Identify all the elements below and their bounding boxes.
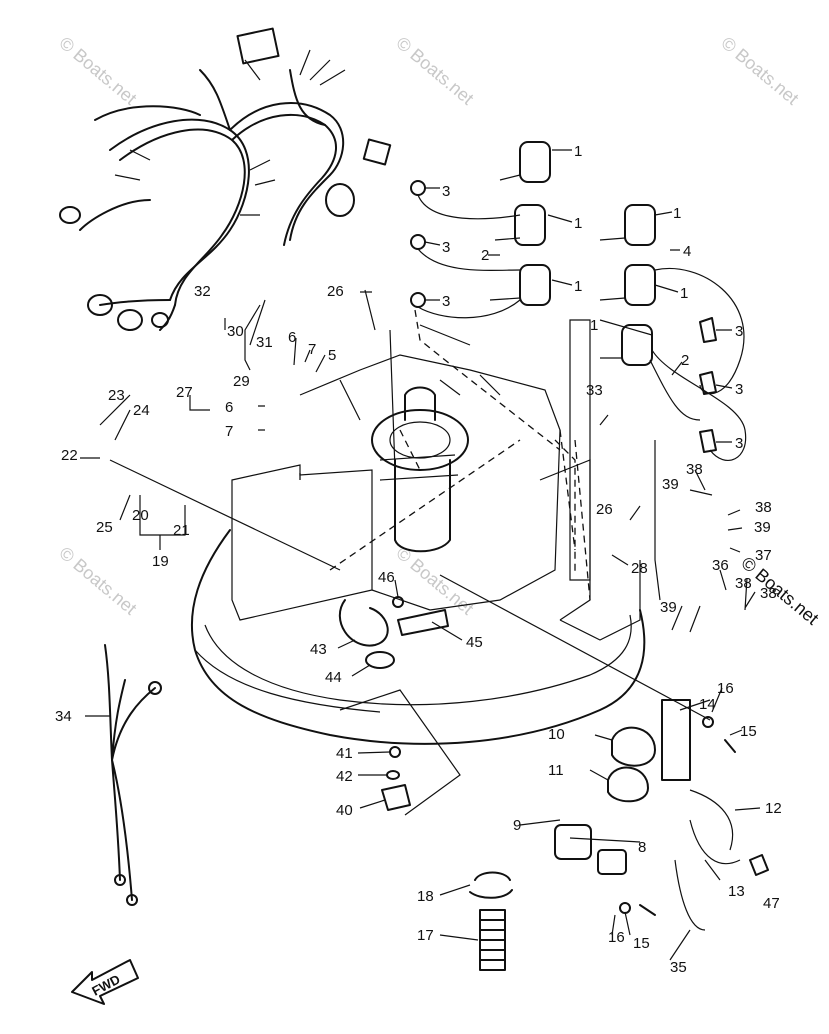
callout-label-28: 28 <box>631 560 648 577</box>
callout-label-15: 15 <box>740 723 757 740</box>
callout-label-9: 9 <box>513 817 521 834</box>
callout-label-6: 6 <box>225 399 233 416</box>
callout-label-39: 39 <box>660 599 677 616</box>
callout-label-24: 24 <box>133 402 150 419</box>
callout-label-29: 29 <box>233 373 250 390</box>
callout-label-26: 26 <box>596 501 613 518</box>
callout-label-32: 32 <box>194 283 211 300</box>
callout-label-13: 13 <box>728 883 745 900</box>
callout-label-2: 2 <box>681 352 689 369</box>
callout-label-16: 16 <box>717 680 734 697</box>
callout-label-1: 1 <box>574 278 582 295</box>
electrical-components-right <box>554 699 769 931</box>
callout-label-10: 10 <box>548 726 565 743</box>
callout-label-1: 1 <box>574 143 582 160</box>
callout-label-15: 15 <box>633 935 650 952</box>
callout-label-1: 1 <box>590 317 598 334</box>
callout-label-1: 1 <box>680 285 688 302</box>
callout-label-5: 5 <box>328 347 336 364</box>
callout-label-3: 3 <box>735 435 743 452</box>
watermark: © Boats.net <box>392 543 477 619</box>
callout-label-8: 8 <box>638 839 646 856</box>
callout-label-37: 37 <box>755 547 772 564</box>
starter-motor <box>371 386 469 553</box>
callout-label-21: 21 <box>173 522 190 539</box>
leader-lines <box>80 149 761 961</box>
callout-label-30: 30 <box>227 323 244 340</box>
watermark: © Boats.net <box>717 33 802 109</box>
spark-plug-leads <box>410 180 747 461</box>
callout-label-46: 46 <box>378 569 395 586</box>
callout-label-41: 41 <box>336 745 353 762</box>
callout-label-3: 3 <box>735 381 743 398</box>
callout-label-3: 3 <box>735 323 743 340</box>
watermark: © Boats.net <box>55 543 140 619</box>
callout-label-18: 18 <box>417 888 434 905</box>
spring-and-clamp <box>469 871 513 971</box>
callout-label-3: 3 <box>442 239 450 256</box>
callout-label-34: 34 <box>55 708 72 725</box>
callout-label-39: 39 <box>754 519 771 536</box>
forward-direction-arrow: FWD <box>71 959 139 1005</box>
callout-label-39: 39 <box>662 476 679 493</box>
callout-label-42: 42 <box>336 768 353 785</box>
callout-label-4: 4 <box>683 243 691 260</box>
callout-label-22: 22 <box>61 447 78 464</box>
callout-label-3: 3 <box>442 293 450 310</box>
callout-label-33: 33 <box>586 382 603 399</box>
callout-label-44: 44 <box>325 669 342 686</box>
callout-label-19: 19 <box>152 553 169 570</box>
watermark: © Boats.net <box>55 33 140 109</box>
callout-label-2: 2 <box>481 247 489 264</box>
callout-label-16: 16 <box>608 929 625 946</box>
callout-label-47: 47 <box>763 895 780 912</box>
callout-label-17: 17 <box>417 927 434 944</box>
callout-label-38: 38 <box>735 575 752 592</box>
callout-label-20: 20 <box>132 507 149 524</box>
callout-label-7: 7 <box>308 341 316 358</box>
callout-label-25: 25 <box>96 519 113 536</box>
callout-labels: 1111113333332245667789101112131415151616… <box>55 143 782 976</box>
callout-label-38: 38 <box>755 499 772 516</box>
callout-label-27: 27 <box>176 384 193 401</box>
bottom-cowling <box>191 529 646 745</box>
main-wire-harness <box>59 27 392 331</box>
callout-label-38: 38 <box>760 585 777 602</box>
callout-label-11: 11 <box>548 762 564 779</box>
powerhead-body <box>231 324 641 641</box>
callout-label-31: 31 <box>256 334 273 351</box>
fwd-label: FWD <box>89 972 122 999</box>
lower-center-parts <box>338 596 449 811</box>
callout-label-45: 45 <box>466 634 483 651</box>
callout-label-3: 3 <box>442 183 450 200</box>
callout-label-35: 35 <box>670 959 687 976</box>
callout-label-6: 6 <box>288 329 296 346</box>
callout-label-14: 14 <box>699 696 716 713</box>
callout-label-36: 36 <box>712 557 729 574</box>
callout-label-26: 26 <box>327 283 344 300</box>
callout-label-43: 43 <box>310 641 327 658</box>
battery-lead-wires <box>104 644 162 906</box>
callout-label-12: 12 <box>765 800 782 817</box>
callout-label-1: 1 <box>673 205 681 222</box>
callout-label-1: 1 <box>574 215 582 232</box>
callout-label-40: 40 <box>336 802 353 819</box>
callout-label-7: 7 <box>225 423 233 440</box>
callout-label-23: 23 <box>108 387 125 404</box>
watermark: © Boats.net <box>392 33 477 109</box>
dashed-leader-lines <box>109 309 711 816</box>
ignition-coils <box>489 141 656 366</box>
callout-label-38: 38 <box>686 461 703 478</box>
